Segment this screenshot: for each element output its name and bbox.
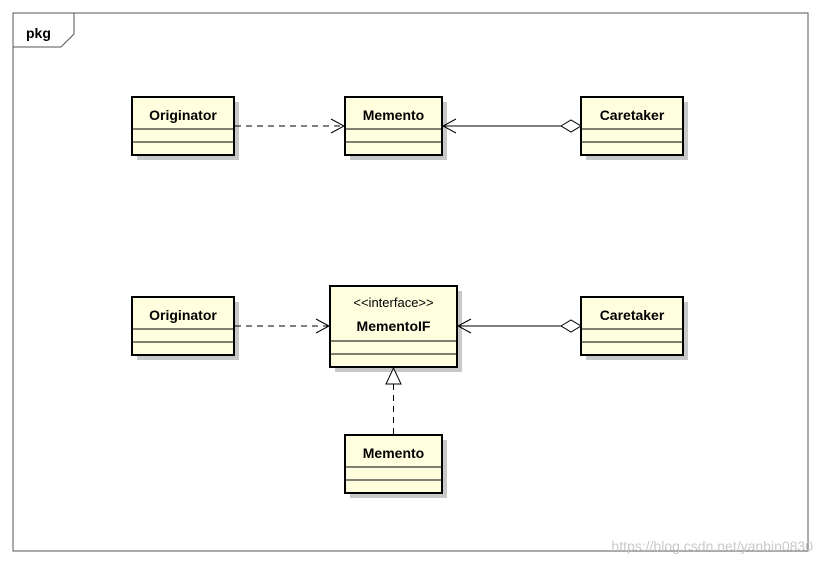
class-caretaker-bottom[interactable]: Caretaker: [580, 296, 688, 360]
class-originator-bottom[interactable]: Originator: [131, 296, 239, 360]
class-name: MementoIF: [357, 318, 431, 334]
aggregation-diamond: [560, 119, 582, 133]
dependency-arrow-top: [235, 118, 346, 134]
class-mementoif-interface[interactable]: <<interface>> MementoIF: [329, 285, 462, 372]
watermark-text: https://blog.csdn.net/yanbin0830: [611, 538, 813, 554]
aggregation-association-bottom: [456, 318, 582, 334]
class-memento-bottom[interactable]: Memento: [344, 434, 447, 498]
dependency-arrow-bottom: [235, 318, 331, 334]
stereotype-label: <<interface>>: [353, 295, 433, 310]
realization-triangle: [385, 366, 402, 385]
class-name: Originator: [149, 107, 217, 123]
class-caretaker-top[interactable]: Caretaker: [580, 96, 688, 160]
class-name: Originator: [149, 307, 217, 323]
package-label: pkg: [26, 25, 51, 41]
class-name: Caretaker: [600, 307, 665, 323]
class-memento-top[interactable]: Memento: [344, 96, 447, 160]
class-name: Memento: [363, 107, 424, 123]
class-originator-top[interactable]: Originator: [131, 96, 239, 160]
package-tab: [13, 13, 75, 48]
aggregation-diamond: [560, 319, 582, 333]
class-name: Memento: [363, 445, 424, 461]
realization-arrow: [385, 366, 402, 434]
class-name: Caretaker: [600, 107, 665, 123]
package-frame: pkg: [12, 12, 809, 552]
aggregation-association-top: [441, 118, 582, 134]
